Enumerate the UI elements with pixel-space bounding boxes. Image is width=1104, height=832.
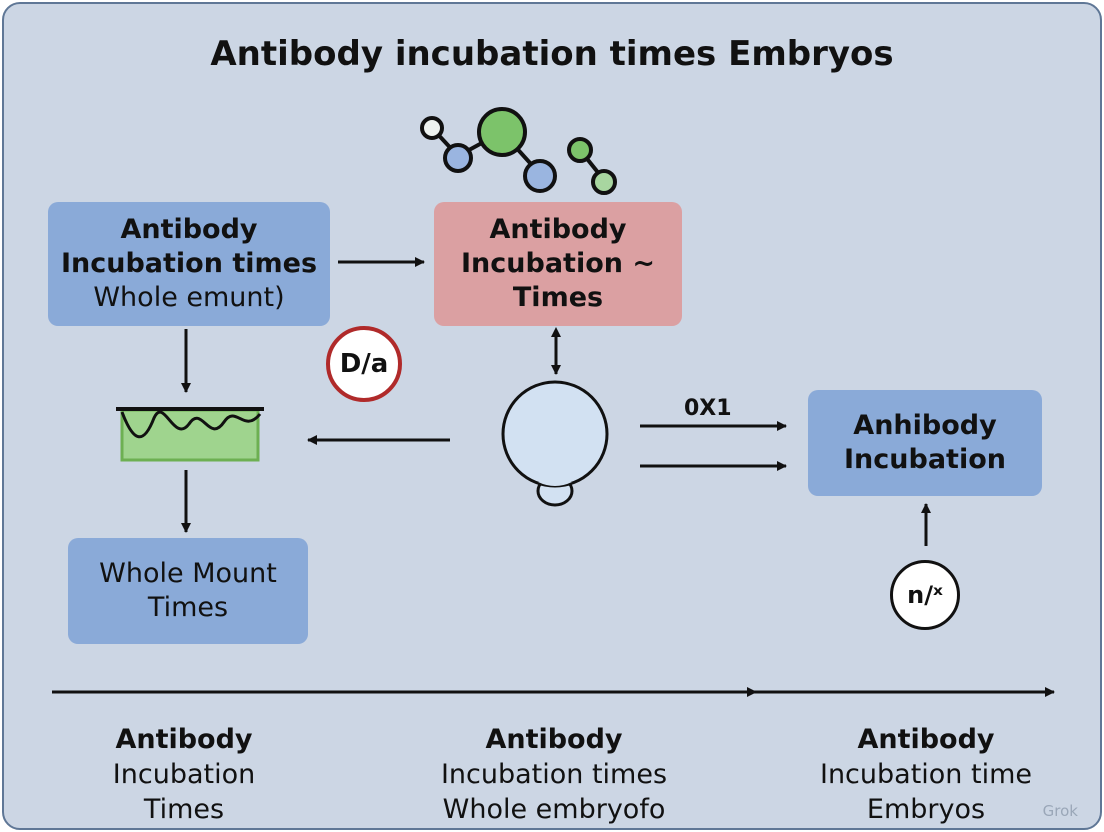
box-whole-mount-times: Whole Mount Times bbox=[68, 538, 308, 644]
tissue-sample-icon bbox=[116, 407, 264, 462]
box-line: Whole Mount bbox=[99, 558, 277, 590]
box-line: Antibody bbox=[489, 214, 627, 246]
box-antibody-incubation-times: Antibody Incubation ~ Times bbox=[434, 202, 682, 326]
bottom-label-line: Whole embryofo bbox=[442, 794, 666, 826]
connector-layer bbox=[52, 107, 1055, 697]
box-antibody-incubation-whole: Antibody Incubation times Whole emunt) bbox=[48, 202, 330, 326]
bottom-label-heading: Antibody bbox=[485, 724, 623, 755]
watermark: Grok bbox=[1042, 802, 1078, 820]
box-line: Antibody bbox=[120, 214, 258, 246]
bottom-label-line: Incubation time bbox=[819, 759, 1033, 791]
box-line: Times bbox=[512, 281, 604, 313]
bottom-label-2: Antibody Incubation times Whole embryofo bbox=[404, 722, 704, 827]
embryo-icon bbox=[501, 380, 609, 507]
box-anhibody-incubation: Anhibody Incubation bbox=[808, 390, 1042, 496]
molecule-icon bbox=[420, 107, 617, 195]
bottom-label-line: Incubation times bbox=[440, 759, 668, 791]
bottom-label-heading: Antibody bbox=[857, 724, 995, 755]
bottom-label-heading: Antibody bbox=[115, 724, 253, 755]
badge-da: D/a bbox=[326, 326, 402, 402]
arrow-label-0x1: 0X1 bbox=[684, 396, 732, 421]
box-line: Times bbox=[147, 592, 229, 623]
page-title: Antibody incubation times Embryos bbox=[210, 34, 894, 74]
box-line: Incubation times bbox=[60, 248, 318, 280]
box-line: Incubation bbox=[844, 444, 1006, 475]
badge-nx: n/ˣ bbox=[890, 560, 960, 630]
bottom-label-1: Antibody Incubation Times bbox=[34, 722, 334, 827]
bottom-label-3: Antibody Incubation time Embryos bbox=[776, 722, 1076, 827]
bottom-label-line: Incubation bbox=[112, 759, 256, 791]
box-line: Whole emunt) bbox=[93, 281, 285, 313]
box-line: Anhibody bbox=[853, 410, 997, 442]
box-line: Incubation ~ bbox=[461, 248, 655, 280]
bottom-label-line: Times bbox=[143, 794, 225, 826]
bottom-label-line: Embryos bbox=[866, 794, 986, 826]
